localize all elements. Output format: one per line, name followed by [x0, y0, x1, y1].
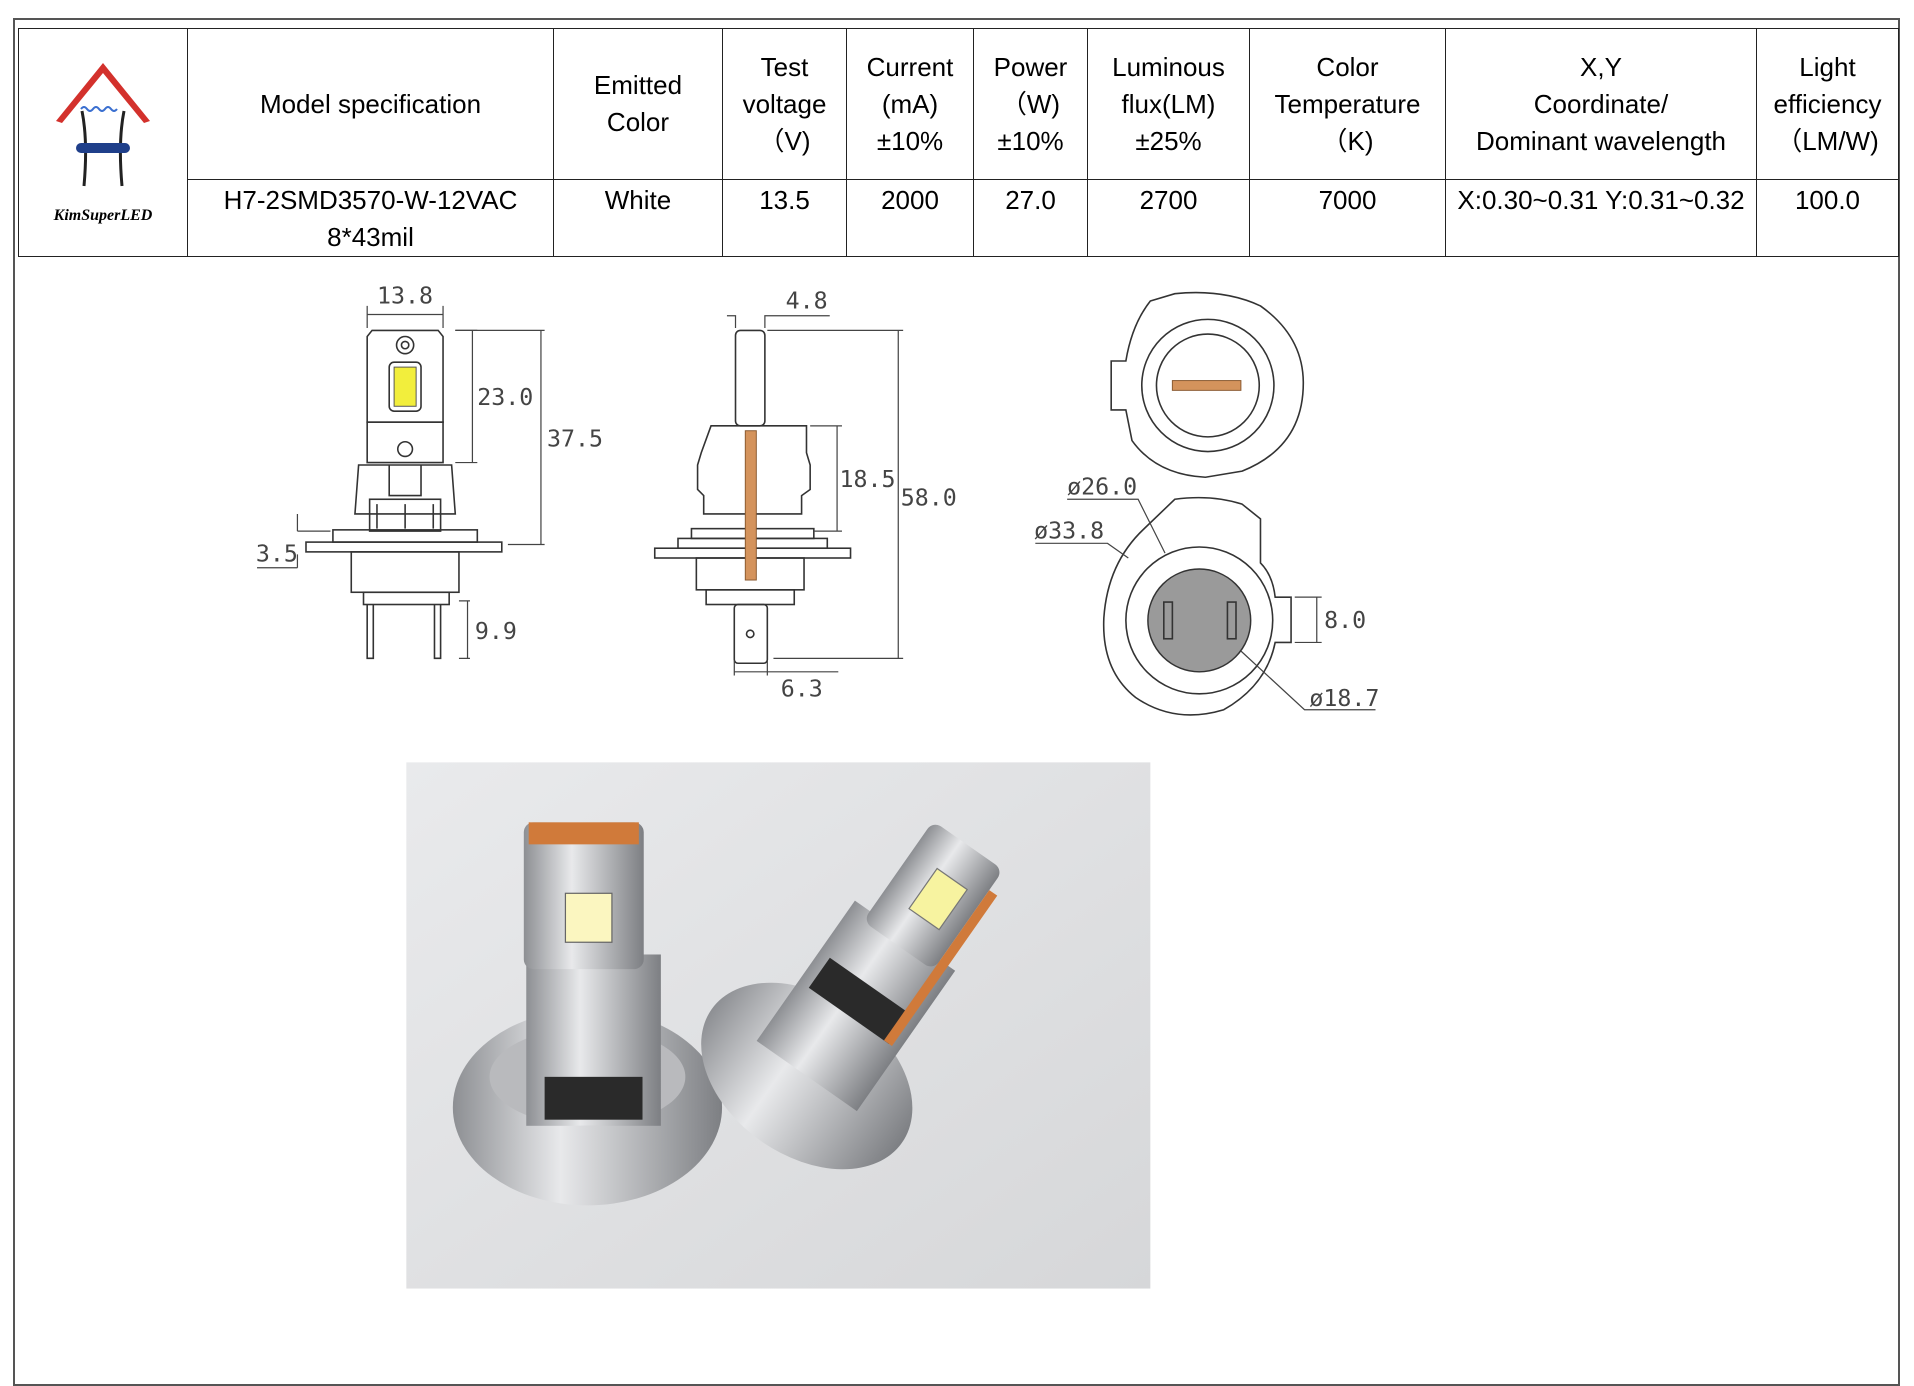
header-line: efficiency	[1773, 88, 1882, 119]
dim-side-pin-width: 6.3	[781, 675, 823, 702]
header-line: Power	[993, 51, 1068, 82]
header-line: Color	[606, 107, 670, 137]
dim-front-flange: 3.5	[256, 541, 298, 568]
bulb-left-image	[452, 822, 768, 1206]
header-light-efficiency: Light efficiency （LM/W)	[1756, 28, 1899, 180]
cell-power: 27.0	[973, 179, 1088, 257]
dim-bottom-outer-diameter: ø33.8	[1034, 517, 1104, 544]
header-line: (mA)	[881, 88, 939, 119]
cell-model: H7-2SMD3570-W-12VAC 8*43mil	[187, 179, 554, 257]
cell-xy-coordinate: X:0.30~0.31 Y:0.31~0.32	[1445, 179, 1757, 257]
header-current: Current (mA) ±10%	[846, 28, 974, 180]
header-line: Luminous	[1112, 51, 1225, 82]
dim-side-head-width: 4.8	[786, 287, 828, 314]
header-line: Dominant wavelength	[1475, 125, 1727, 156]
header-xy-coordinate: X,Y Coordinate/Dominant wavelength	[1445, 28, 1757, 180]
header-line: X,Y	[1580, 51, 1622, 82]
cell-luminous-flux: 2700	[1087, 179, 1250, 257]
header-line: Temperature	[1274, 88, 1421, 119]
header-line: voltage	[742, 88, 827, 119]
header-line: Emitted	[593, 70, 683, 100]
product-photo	[406, 762, 1151, 1289]
header-line: （K)	[1321, 125, 1374, 156]
header-luminous-flux: Luminous flux(LM) ±25%	[1087, 28, 1250, 180]
dim-front-total-height: 37.5	[547, 426, 603, 453]
dim-bottom-core-diameter: ø18.7	[1309, 685, 1379, 712]
kimsuperled-logo-icon	[56, 63, 150, 187]
header-line: Current	[866, 51, 954, 82]
dim-bottom-inner-diameter: ø26.0	[1067, 473, 1137, 500]
cell-color-temperature: 7000	[1249, 179, 1446, 257]
dim-side-body-height: 18.5	[840, 466, 896, 493]
dim-side-total-length: 58.0	[901, 484, 957, 511]
bottom-view-drawing: 8.0 ø26.0 ø33.8 ø18.7	[1034, 473, 1379, 716]
header-power: Power （W) ±10%	[973, 28, 1088, 180]
header-line: （V)	[758, 125, 811, 156]
dim-front-pin-length: 9.9	[475, 618, 517, 645]
cell-light-efficiency: 100.0	[1756, 179, 1899, 257]
header-line: Color	[1316, 51, 1379, 82]
header-line: Coordinate/	[1533, 88, 1669, 119]
header-line: flux(LM)	[1121, 88, 1216, 119]
dim-bottom-tab: 8.0	[1324, 607, 1366, 634]
model-line: H7-2SMD3570-W-12VAC	[223, 185, 518, 215]
dim-front-width: 13.8	[377, 282, 433, 309]
logo-brand-text: KimSuperLED	[53, 207, 153, 224]
header-line: ±10%	[876, 125, 944, 156]
table-row: H7-2SMD3570-W-12VAC 8*43mil White 13.5 20…	[19, 179, 1899, 257]
top-view-drawing	[1110, 291, 1305, 479]
front-view-drawing: 13.8 23.0 37.5 3.5 9.9	[256, 282, 603, 660]
header-line: Test	[760, 51, 809, 82]
bulb-right-image	[701, 824, 1000, 1170]
side-view-drawing: 4.8 18.5 58.0 6.3	[653, 287, 957, 702]
header-line: （W)	[1000, 88, 1061, 119]
header-line: ±25%	[1135, 125, 1202, 156]
header-line: （LM/W)	[1776, 125, 1879, 156]
cell-emitted-color: White	[553, 179, 723, 257]
header-line: Light	[1799, 51, 1856, 82]
logo-cell: KimSuperLED	[18, 28, 188, 257]
cell-current: 2000	[846, 179, 974, 257]
cell-test-voltage: 13.5	[722, 179, 847, 257]
model-line: 8*43mil	[327, 222, 414, 252]
dim-front-head-height: 23.0	[477, 384, 533, 411]
header-test-voltage: Test voltage （V)	[722, 28, 847, 180]
header-line: ±10%	[997, 125, 1064, 156]
